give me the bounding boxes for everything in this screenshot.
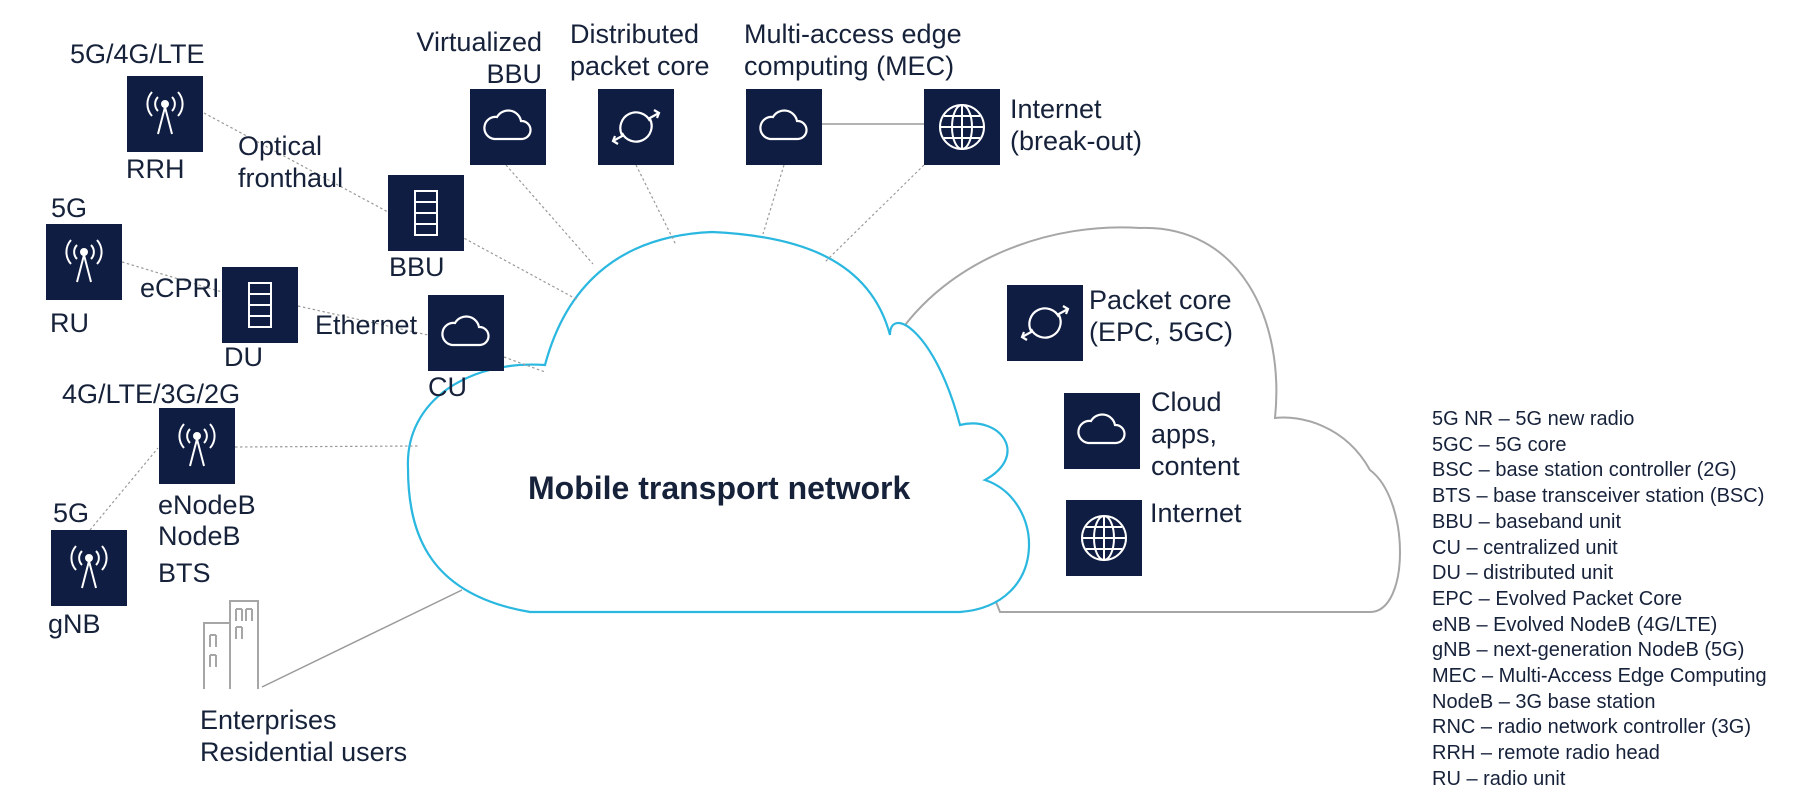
globe-icon — [1066, 500, 1142, 576]
line-pcore-transport — [635, 164, 677, 246]
label-break-out: (break-out) — [1010, 126, 1143, 156]
label-ru: RU — [50, 308, 89, 338]
line-mec-transport — [762, 164, 785, 235]
antenna-icon — [127, 76, 203, 152]
label-internet-core: Internet — [1150, 498, 1242, 528]
legend-item: BSC – base station controller (2G) — [1432, 459, 1737, 482]
label-mec-line2: computing (MEC) — [744, 51, 955, 81]
line-gnb-enodeb — [89, 447, 159, 531]
label-du: DU — [224, 342, 263, 372]
cloud-icon — [470, 89, 546, 165]
cloud-icon — [746, 89, 822, 165]
label-bts: BTS — [158, 558, 211, 588]
legend-item: RNC – radio network controller (3G) — [1432, 716, 1751, 739]
label-distributed: Distributed — [570, 19, 700, 49]
circular-arrows-icon — [598, 89, 674, 165]
legend-item: CU – centralized unit — [1432, 536, 1618, 559]
label-apps: apps, — [1151, 419, 1218, 449]
label-5g-4g-lte: 5G/4G/LTE — [70, 39, 205, 69]
label-enodeb: eNodeB — [158, 490, 256, 520]
transport-network-cloud — [406, 230, 1031, 614]
abbreviation-legend: 5G NR – 5G new radio 5GC – 5G core BSC –… — [1432, 407, 1767, 793]
legend-item: BBU – baseband unit — [1432, 510, 1622, 533]
label-enterprises: Enterprises — [200, 705, 337, 735]
legend-item: eNB – Evolved NodeB (4G/LTE) — [1432, 613, 1718, 636]
legend-item: NodeB – 3G base station — [1432, 690, 1656, 713]
label-cu: CU — [428, 372, 467, 402]
transport-network-title: Mobile transport network — [528, 470, 911, 506]
legend-item: BTS – base transceiver station (BSC) — [1432, 485, 1765, 508]
legend-item: EPC – Evolved Packet Core — [1432, 587, 1683, 610]
line-cu-transport — [503, 356, 546, 373]
label-bbu: BBU — [389, 252, 445, 282]
label-mec-line1: Multi-access edge — [744, 19, 962, 49]
label-ecpri: eCPRI — [140, 273, 220, 303]
server-rack-icon — [222, 267, 298, 343]
legend-item: RU – radio unit — [1432, 767, 1566, 790]
cloud-icon — [1064, 393, 1140, 469]
label-5g-gnb: 5G — [53, 498, 90, 528]
label-ethernet: Ethernet — [315, 310, 418, 340]
label-cloud: Cloud — [1151, 387, 1222, 417]
line-du-cu — [297, 305, 429, 336]
label-packet-core-top: packet core — [570, 51, 710, 81]
antenna-icon — [51, 530, 127, 606]
server-rack-icon — [388, 175, 464, 251]
circular-arrows-icon — [1007, 285, 1083, 361]
label-nodeb: NodeB — [158, 521, 241, 551]
label-5g-ru: 5G — [51, 193, 88, 223]
label-virtualized-bbu: BBU — [486, 59, 542, 89]
label-fronthaul: fronthaul — [238, 163, 344, 193]
line-internet-transport — [824, 164, 925, 263]
antenna-icon — [159, 408, 235, 484]
cloud-icon — [428, 295, 504, 371]
line-enodeb-transport — [234, 445, 421, 448]
line-enterprises-transport — [261, 589, 463, 688]
legend-item: MEC – Multi-Access Edge Computing — [1432, 665, 1767, 688]
legend-item: 5G NR – 5G new radio — [1432, 408, 1635, 430]
buildings-icon — [203, 600, 259, 689]
globe-icon — [924, 89, 1000, 165]
line-vbbu-transport — [505, 164, 594, 265]
legend-item: 5GC – 5G core — [1432, 433, 1567, 456]
legend-item: gNB – next-generation NodeB (5G) — [1432, 639, 1745, 662]
label-epc-5gc: (EPC, 5GC) — [1089, 317, 1234, 347]
line-ru-du — [121, 261, 223, 293]
legend-item: RRH – remote radio head — [1432, 742, 1660, 765]
label-gnb: gNB — [48, 609, 101, 639]
label-internet: Internet — [1010, 94, 1102, 124]
label-content: content — [1151, 451, 1240, 481]
line-bbu-transport — [459, 235, 579, 301]
label-residential-users: Residential users — [200, 737, 408, 767]
antenna-icon — [46, 224, 122, 300]
label-optical: Optical — [238, 131, 323, 161]
label-4g-lte-3g-2g: 4G/LTE/3G/2G — [62, 379, 241, 409]
label-rrh: RRH — [126, 154, 185, 184]
label-packet-core: Packet core — [1089, 285, 1232, 315]
legend-item: DU – distributed unit — [1432, 562, 1614, 585]
label-virtualized: Virtualized — [416, 27, 542, 57]
